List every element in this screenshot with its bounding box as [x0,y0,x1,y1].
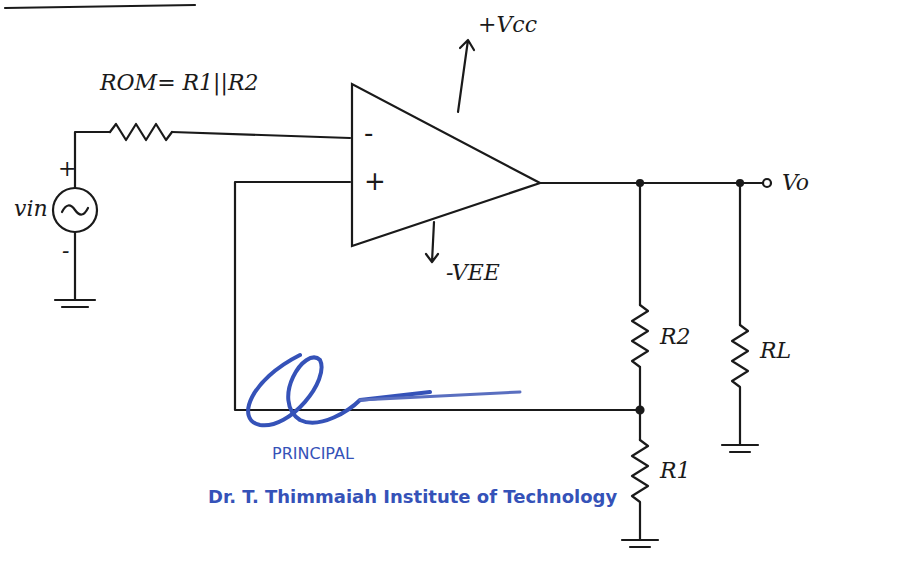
wire [74,232,76,300]
wire [75,132,110,188]
signature-mark [360,392,520,400]
signal-name: vin [14,198,48,220]
supply-label: +Vcc [478,14,537,36]
resistor-symbol [732,325,748,445]
resistor-label: ROM= R1||R2 [100,72,259,94]
ac-source-symbol [53,188,97,232]
supply-arrow [458,40,474,112]
resistor-symbol [632,440,648,540]
stamp-text: PRINCIPAL [272,446,354,462]
op-amp-triangle [350,80,542,250]
input-pin-sign: - [364,120,373,146]
polarity-mark: + [58,158,76,180]
resistor-symbol [632,305,648,367]
resistor-label: R1 [660,460,691,482]
wire [540,182,762,184]
resistor-label: RL [760,340,791,362]
wire [639,183,641,305]
sine-mark [62,205,88,214]
output-terminal [763,179,771,187]
wire [739,183,741,325]
signature-mark [248,355,430,425]
signal-name: Vo [782,172,809,194]
ground-symbol [622,540,658,547]
page-fragment-line [5,5,195,8]
resistor-label: R2 [660,326,691,348]
input-pin-sign: + [364,168,386,194]
op-amp-symbol: -+ [350,80,542,250]
ground-symbol [722,445,758,452]
supply-arrow [426,222,438,262]
supply-label: -VEE [446,262,500,284]
ground-symbol [55,300,95,307]
resistor-symbol [110,124,172,140]
stamp-text: Dr. T. Thimmaiah Institute of Technology [208,488,617,506]
wire [172,132,350,138]
polarity-mark: - [62,240,69,262]
wire [639,367,641,440]
